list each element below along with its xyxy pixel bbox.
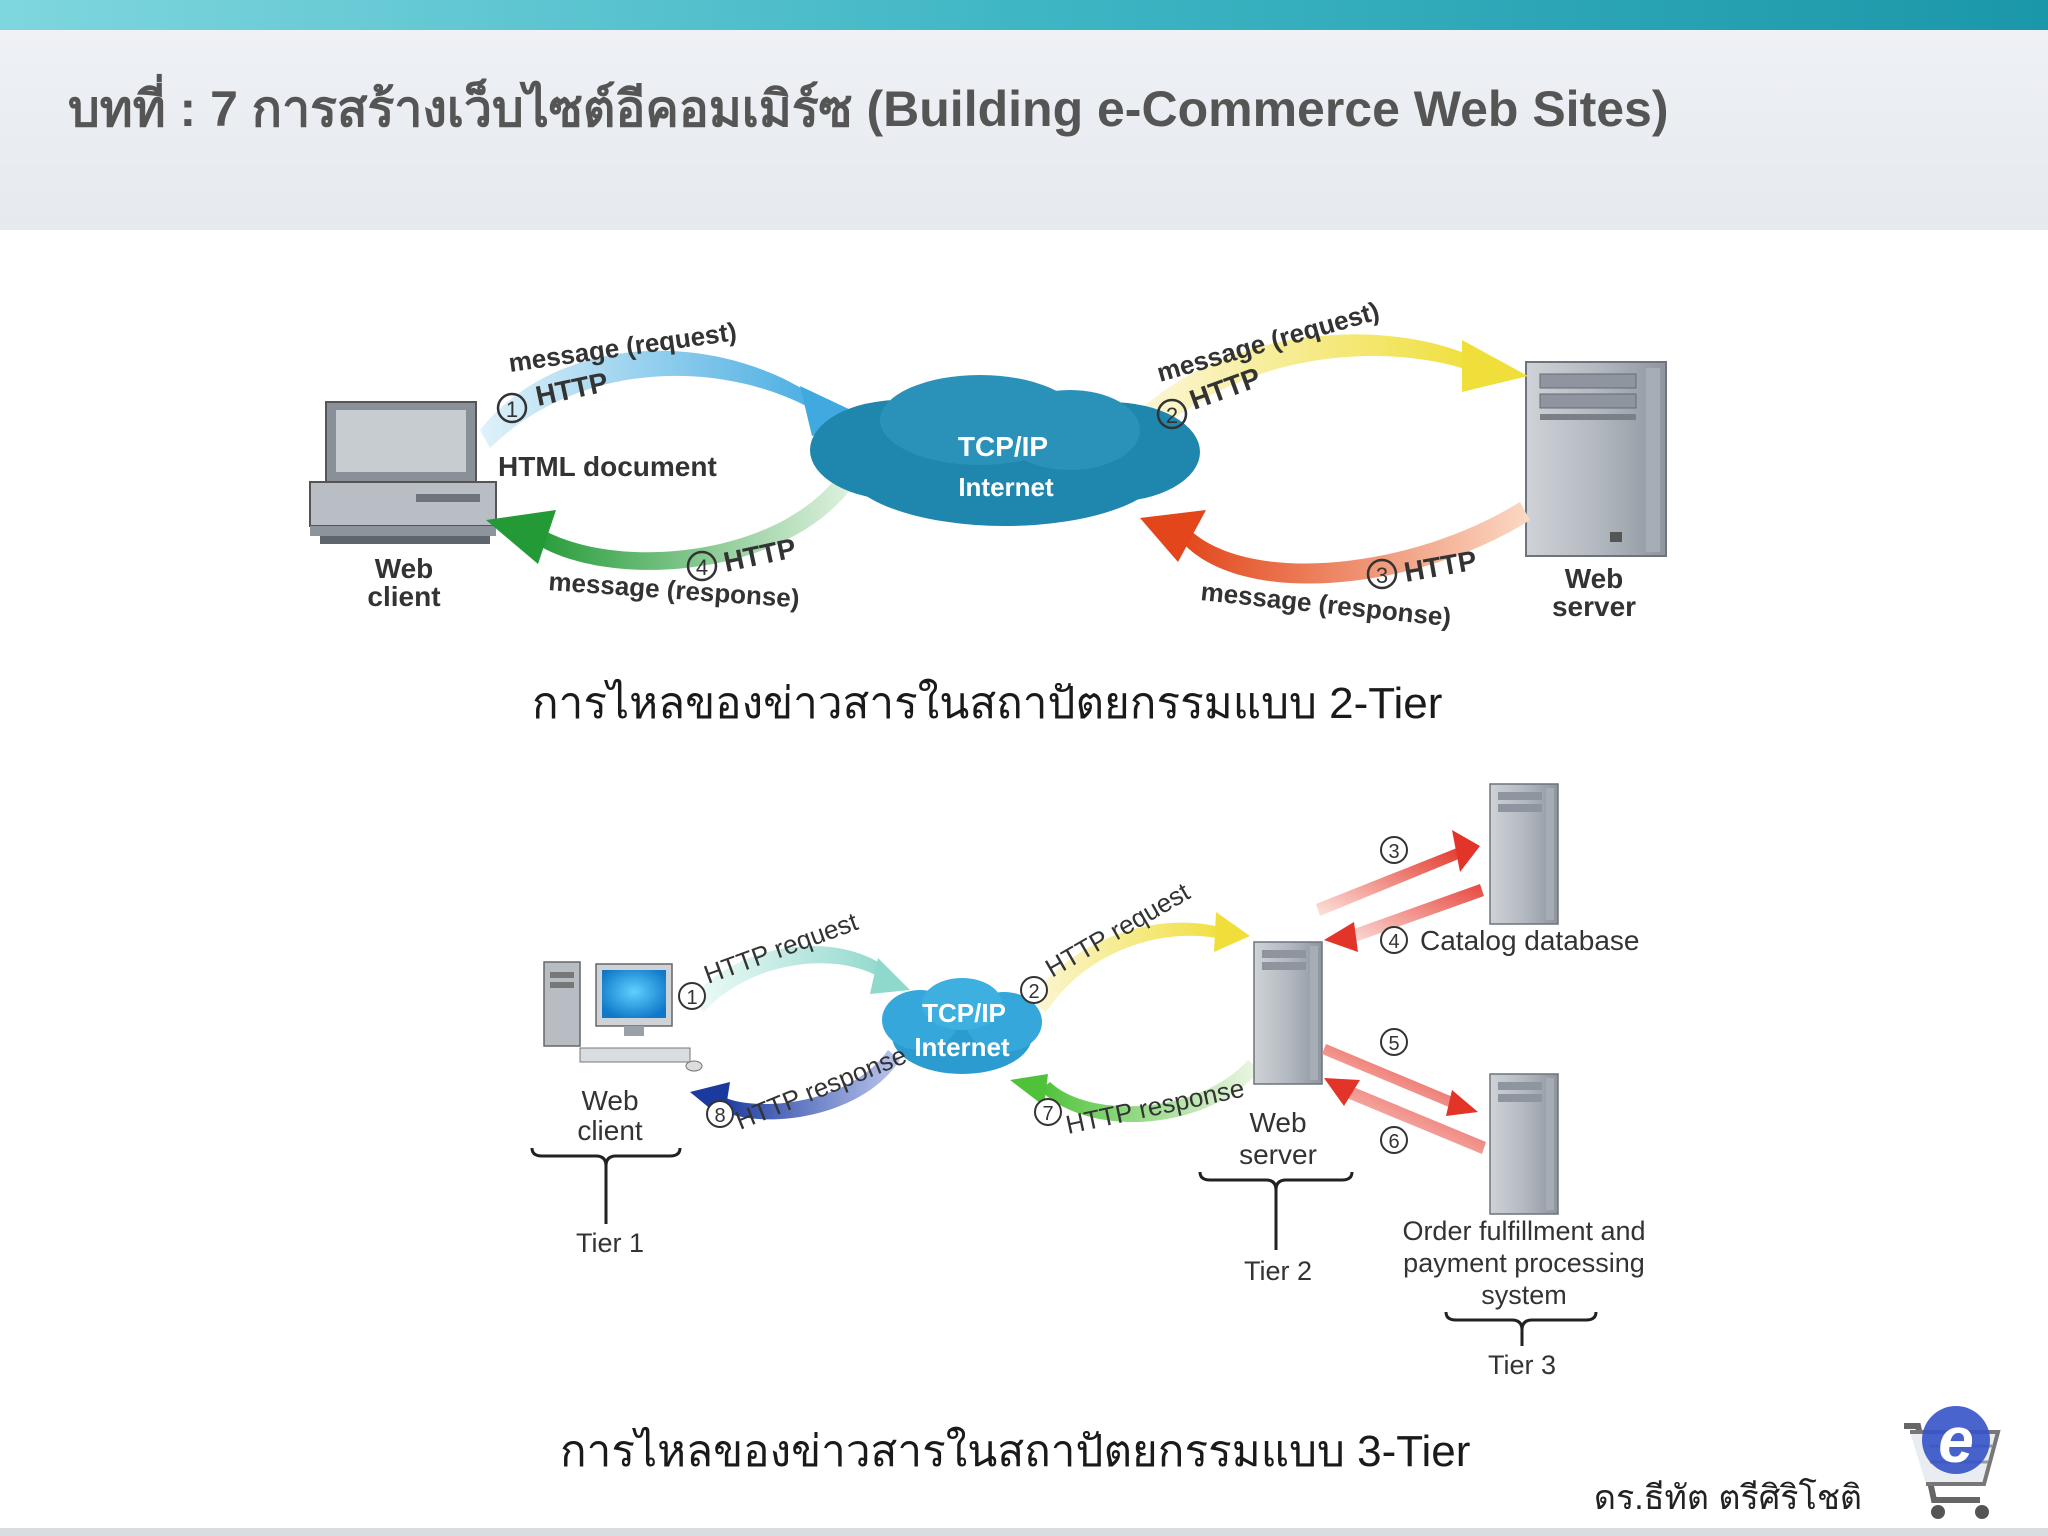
tier-cloud-label-1: TCP/IP [922, 998, 1006, 1028]
tier-arrow-step-4 [1324, 884, 1484, 952]
step1-number-circle [496, 392, 528, 424]
tier1-bracket [530, 1147, 682, 1224]
catalog-database-label: Catalog database [1420, 925, 1640, 956]
top-accent-bar [0, 0, 2048, 30]
cloud-label-line-2: Internet [958, 472, 1054, 502]
tier-arrow-step-6 [1324, 1078, 1486, 1154]
tier-arrow-step-7 [1010, 1060, 1260, 1123]
tier-step4-number: 4 [1388, 931, 1399, 953]
ecommerce-cart-logo-icon: e [1904, 1404, 2001, 1519]
tier-step8-label: HTTP response [731, 1040, 911, 1136]
tier-step5-number: 5 [1388, 1033, 1399, 1055]
tier-step8-circle [706, 1100, 734, 1128]
cloud-label-line-1: TCP/IP [958, 431, 1048, 462]
tier-arrow-step-2 [1030, 912, 1250, 1012]
step4-http-label: HTTP [721, 532, 799, 578]
tier-cloud-label-2: Internet [914, 1032, 1010, 1062]
tier-step7-label: HTTP response [1063, 1073, 1247, 1140]
tier2-bracket [1198, 1171, 1354, 1250]
tier2-label: Tier 2 [1244, 1256, 1312, 1286]
tier-step3-number: 3 [1388, 841, 1399, 863]
caption-3tier: การไหลของข่าวสารในสถาปัตยกรรมแบบ 3-Tier [560, 1427, 1471, 1476]
html-document-label: HTML document [498, 451, 717, 482]
step1-number: 1 [506, 397, 518, 422]
step2-number: 2 [1166, 403, 1178, 428]
header-band [0, 30, 2048, 230]
tier-step4-circle [1380, 926, 1408, 954]
step3-number-circle [1366, 558, 1398, 590]
tier-arrow-step-1 [690, 946, 910, 1012]
tier-step5-circle [1380, 1028, 1408, 1056]
tier-step2-number: 2 [1028, 981, 1039, 1003]
step2-number-circle [1156, 398, 1188, 430]
order-system-label-2: payment processing [1403, 1248, 1645, 1278]
tier-internet-cloud-icon [882, 978, 1042, 1074]
internet-cloud-icon [810, 375, 1200, 526]
bottom-rule [0, 1528, 2048, 1536]
web-client-computer-icon [309, 401, 497, 544]
tier2-web-server-icon [1253, 941, 1323, 1085]
tier-step7-number: 7 [1042, 1103, 1053, 1125]
tier1-label: Tier 1 [576, 1228, 644, 1258]
catalog-database-server-icon [1489, 783, 1559, 925]
web-client-label-1: Web [375, 553, 434, 584]
step4-number-circle [686, 550, 718, 582]
tier-step3-circle [1380, 836, 1408, 864]
tier-step2-circle [1020, 976, 1048, 1004]
author-name: ดร.ธีทัต ตรีศิริโชติ [1593, 1479, 1862, 1517]
arrow-step-2-request [1140, 334, 1528, 430]
step3-number: 3 [1376, 563, 1388, 588]
tier1-web-client-icon [543, 961, 703, 1072]
tier-step7-circle [1034, 1098, 1062, 1126]
tier-web-server-label-2: server [1239, 1139, 1317, 1170]
tier-step6-circle [1380, 1126, 1408, 1154]
web-server-label-1: Web [1565, 563, 1624, 594]
tier3-bracket [1444, 1311, 1598, 1346]
order-system-label-3: system [1481, 1280, 1567, 1310]
web-server-label-2: server [1552, 591, 1636, 622]
tier-step1-number: 1 [686, 987, 697, 1009]
tier-web-server-label-1: Web [1249, 1107, 1306, 1138]
caption-2tier: การไหลของข่าวสารในสถาปัตยกรรมแบบ 2-Tier [532, 679, 1443, 728]
web-server-icon [1525, 361, 1667, 557]
step4-number: 4 [696, 555, 708, 580]
tier-step1-circle [678, 982, 706, 1010]
tier-step1-label: HTTP request [700, 906, 863, 990]
order-fulfillment-server-icon [1489, 1073, 1559, 1215]
tier-web-client-label-1: Web [581, 1085, 638, 1116]
arrow-step-4-response [486, 478, 850, 570]
tier-step6-number: 6 [1388, 1131, 1399, 1153]
step4-message-label: message (response) [548, 566, 801, 613]
tier3-label: Tier 3 [1488, 1350, 1556, 1380]
tier-web-client-label-2: client [577, 1115, 643, 1146]
order-system-label-1: Order fulfillment and [1402, 1216, 1645, 1246]
tier-step8-number: 8 [714, 1105, 725, 1127]
svg-text:e: e [1938, 1404, 1974, 1476]
tier-arrow-step-5 [1322, 1044, 1478, 1116]
page-title: บทที่ : 7 การสร้างเว็บไซต์อีคอมเมิร์ซ (B… [68, 81, 1669, 137]
tier-arrow-step-3 [1316, 830, 1480, 916]
arrow-step-3-response [1140, 502, 1530, 584]
web-client-label-2: client [367, 581, 440, 612]
